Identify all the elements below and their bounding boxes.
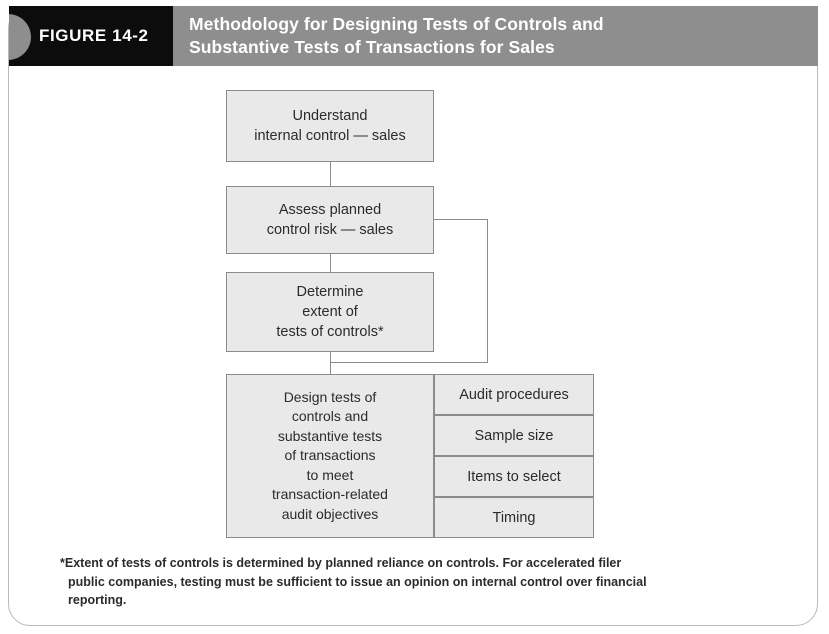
header-black-block: FIGURE 14-2	[9, 6, 173, 66]
flow-cell-sample-size: Sample size	[434, 415, 594, 456]
flow-box-design-line-5: to meet	[306, 466, 354, 483]
bypass-connector-top-horizontal	[434, 219, 487, 220]
flow-box-design-line-2: controls and	[291, 408, 369, 425]
flow-cell-audit-procedures: Audit procedures	[434, 374, 594, 415]
bypass-connector-vertical	[487, 219, 488, 362]
connector-understand-to-assess	[330, 162, 331, 186]
connector-determine-to-design	[330, 352, 331, 374]
flow-box-design-line-6: transaction-related	[272, 486, 388, 503]
flow-box-design-line-7: audit objectives	[281, 505, 379, 522]
figure-title: Methodology for Designing Tests of Contr…	[189, 13, 799, 59]
flow-box-design-line-4: of transactions	[284, 447, 376, 464]
flow-cell-items-to-select: Items to select	[434, 456, 594, 497]
footnote-line-2: public companies, testing must be suffic…	[68, 574, 647, 589]
figure-footnote: *Extent of tests of controls is determin…	[60, 554, 760, 610]
figure-title-line-1: Methodology for Designing Tests of Contr…	[189, 14, 604, 34]
flow-box-understand-line-2: internal control — sales	[254, 128, 406, 144]
flow-box-assess: Assess planned control risk — sales	[226, 186, 434, 254]
figure-header: FIGURE 14-2 Methodology for Designing Te…	[9, 6, 818, 66]
flow-box-assess-line-2: control risk — sales	[266, 222, 394, 238]
flow-box-determine-line-3: tests of controls*	[276, 324, 384, 340]
flow-box-design-line-3: substantive tests	[277, 427, 383, 444]
flow-right-column: Audit procedures Sample size Items to se…	[434, 374, 594, 538]
circle-decoration-icon	[9, 14, 31, 60]
connector-assess-to-determine	[330, 254, 331, 272]
footnote-line-1: *Extent of tests of controls is determin…	[60, 556, 622, 570]
flow-box-design: Design tests of controls and substantive…	[226, 374, 434, 538]
flow-box-assess-line-1: Assess planned	[278, 202, 382, 218]
figure-number-label: FIGURE 14-2	[39, 26, 149, 45]
flow-box-determine: Determine extent of tests of controls*	[226, 272, 434, 352]
bypass-connector-bottom-horizontal	[330, 362, 488, 363]
flow-box-understand-line-1: Understand	[292, 108, 368, 124]
flow-box-determine-line-1: Determine	[296, 284, 364, 300]
figure-title-line-2: Substantive Tests of Transactions for Sa…	[189, 37, 555, 57]
flow-box-determine-line-2: extent of	[302, 304, 358, 320]
flow-box-design-line-1: Design tests of	[283, 388, 377, 405]
flow-box-understand: Understand internal control — sales	[226, 90, 434, 162]
flow-cell-timing: Timing	[434, 497, 594, 538]
footnote-line-3: reporting.	[68, 593, 127, 607]
